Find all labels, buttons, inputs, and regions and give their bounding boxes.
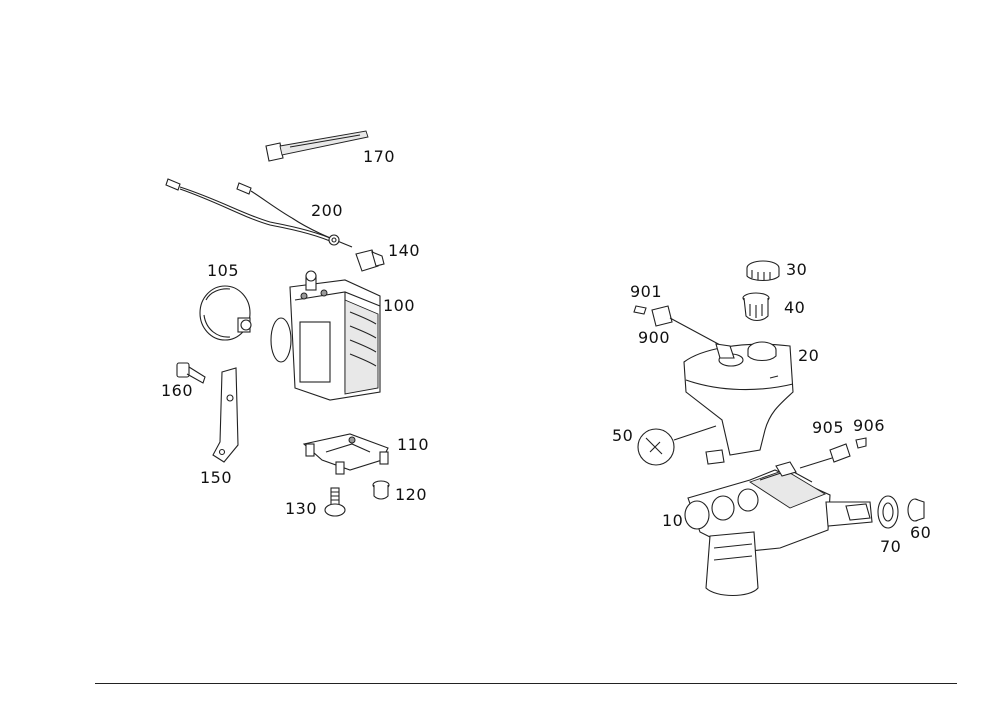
label-110: 110 — [397, 435, 430, 454]
label-905: 905 — [812, 418, 845, 437]
part-120-grommet — [372, 480, 390, 500]
part-901-900-plug-hose — [633, 305, 723, 347]
label-120: 120 — [395, 485, 428, 504]
part-40-strainer — [742, 292, 770, 322]
label-130: 130 — [285, 499, 318, 518]
part-905-906-plug — [799, 437, 867, 469]
part-50-wrench-icon — [637, 425, 717, 466]
part-100-hydraulic-unit — [270, 270, 381, 401]
part-60-cap — [907, 498, 925, 522]
label-901: 901 — [630, 282, 663, 301]
label-900: 900 — [638, 328, 671, 347]
part-110-mounting-bracket — [302, 433, 389, 475]
label-140: 140 — [388, 241, 421, 260]
label-60: 60 — [910, 523, 932, 542]
part-170-cable-tie — [265, 130, 369, 162]
label-20: 20 — [798, 346, 820, 365]
label-30: 30 — [786, 260, 808, 279]
label-100: 100 — [383, 296, 416, 315]
label-906: 906 — [853, 416, 886, 435]
label-170: 170 — [363, 147, 396, 166]
label-160: 160 — [161, 381, 194, 400]
part-105-pump-motor — [199, 285, 252, 341]
label-70: 70 — [880, 537, 902, 556]
part-30-reservoir-cap — [746, 260, 780, 282]
label-200: 200 — [311, 201, 344, 220]
part-160-bolt — [176, 362, 206, 384]
part-150-bracket — [212, 367, 239, 463]
part-20-reservoir — [683, 341, 794, 465]
label-50: 50 — [612, 426, 634, 445]
part-130-screw — [324, 487, 346, 517]
label-10: 10 — [662, 511, 684, 530]
part-140-connector — [355, 249, 385, 272]
part-200-wiring-harness — [165, 178, 353, 248]
label-40: 40 — [784, 298, 806, 317]
footer-rule — [95, 683, 957, 684]
part-10-master-cylinder — [684, 461, 873, 597]
part-70-gasket — [877, 495, 899, 529]
label-105: 105 — [207, 261, 240, 280]
label-150: 150 — [200, 468, 233, 487]
